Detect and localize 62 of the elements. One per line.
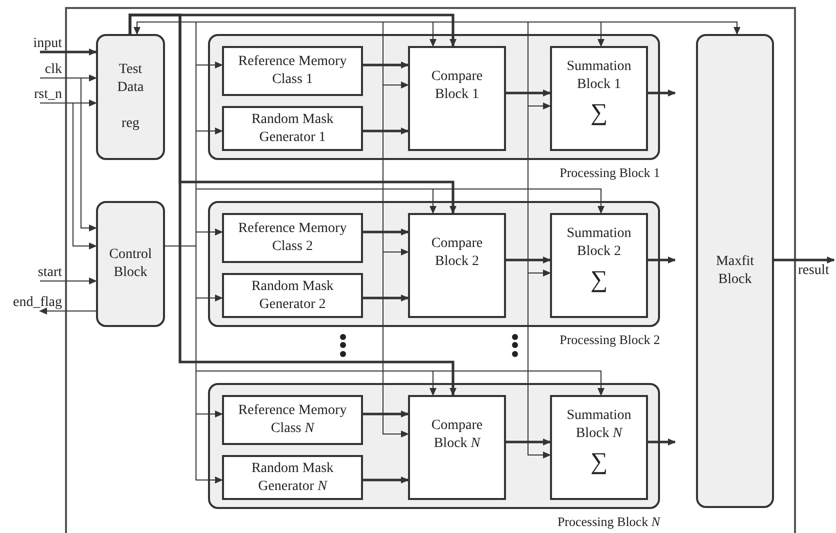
block-text: Compare Block N: [430, 417, 484, 453]
arrow: [128, 14, 456, 396]
block-text: Summation Block N: [566, 407, 632, 443]
process-box: [222, 455, 363, 500]
arrow: [363, 128, 409, 134]
process-box: [408, 395, 506, 500]
sigma-symbol: ∑: [590, 99, 608, 128]
block-text: Random Mask Generator N: [250, 460, 335, 496]
arrow: [506, 438, 551, 446]
sigma-symbol: ∑: [590, 266, 608, 295]
block-text: Reference Memory Class 1: [237, 53, 348, 89]
process-box: [408, 46, 506, 151]
arrow: [648, 256, 676, 264]
block-label: Processing Block N: [557, 513, 660, 531]
signal-label: clk: [10, 62, 62, 78]
summation-block: [550, 46, 648, 151]
arrow: [39, 308, 96, 314]
process-box: [222, 213, 363, 263]
block-text: reg: [122, 115, 140, 133]
arrow: [40, 102, 97, 250]
process-box: [222, 106, 363, 151]
block-text: Control Block: [108, 246, 153, 282]
signal-label: input: [10, 36, 62, 52]
signal-label: start: [10, 265, 62, 281]
summation-block: [550, 395, 648, 500]
block-text: Compare Block 1: [430, 68, 484, 104]
signal-label: end_flag: [0, 295, 62, 311]
rounded-block: [96, 34, 165, 160]
block-text: Random Mask Generator 2: [250, 278, 335, 314]
arrow: [363, 62, 409, 68]
process-box: [222, 46, 363, 96]
arrow: [363, 228, 409, 236]
arrow: [363, 294, 409, 302]
block-text: Random Mask Generator 1: [250, 110, 335, 146]
process-box: [408, 213, 506, 318]
process-box: [222, 273, 363, 318]
block-label: Processing Block 1: [560, 164, 660, 182]
summation-block: [550, 213, 648, 318]
arrow: [506, 90, 551, 96]
block-text: Reference Memory Class N: [237, 402, 348, 438]
arrow: [40, 78, 97, 232]
signal-label: result: [798, 260, 836, 280]
block-text: Summation Block 2: [566, 225, 632, 261]
rounded-block: [96, 201, 165, 327]
block-text: Reference Memory Class 2: [237, 220, 348, 256]
sigma-symbol: ∑: [590, 448, 608, 477]
arrow: [648, 90, 676, 96]
block-text: Compare Block 2: [430, 235, 484, 271]
arrow: [506, 256, 551, 264]
arrow: [40, 48, 97, 56]
arrow: [774, 256, 835, 264]
arrow: [363, 476, 409, 484]
process-box: [222, 395, 363, 445]
block-text: Summation Block 1: [566, 58, 632, 94]
block-text: Test Data: [116, 61, 145, 97]
signal-label: rst_n: [10, 87, 62, 103]
arrow: [40, 278, 97, 284]
rounded-block: [696, 34, 774, 508]
arrow: [648, 438, 676, 446]
block-label: Processing Block 2: [560, 331, 660, 349]
arrow: [363, 410, 409, 418]
block-text: Maxfit Block: [714, 253, 756, 289]
